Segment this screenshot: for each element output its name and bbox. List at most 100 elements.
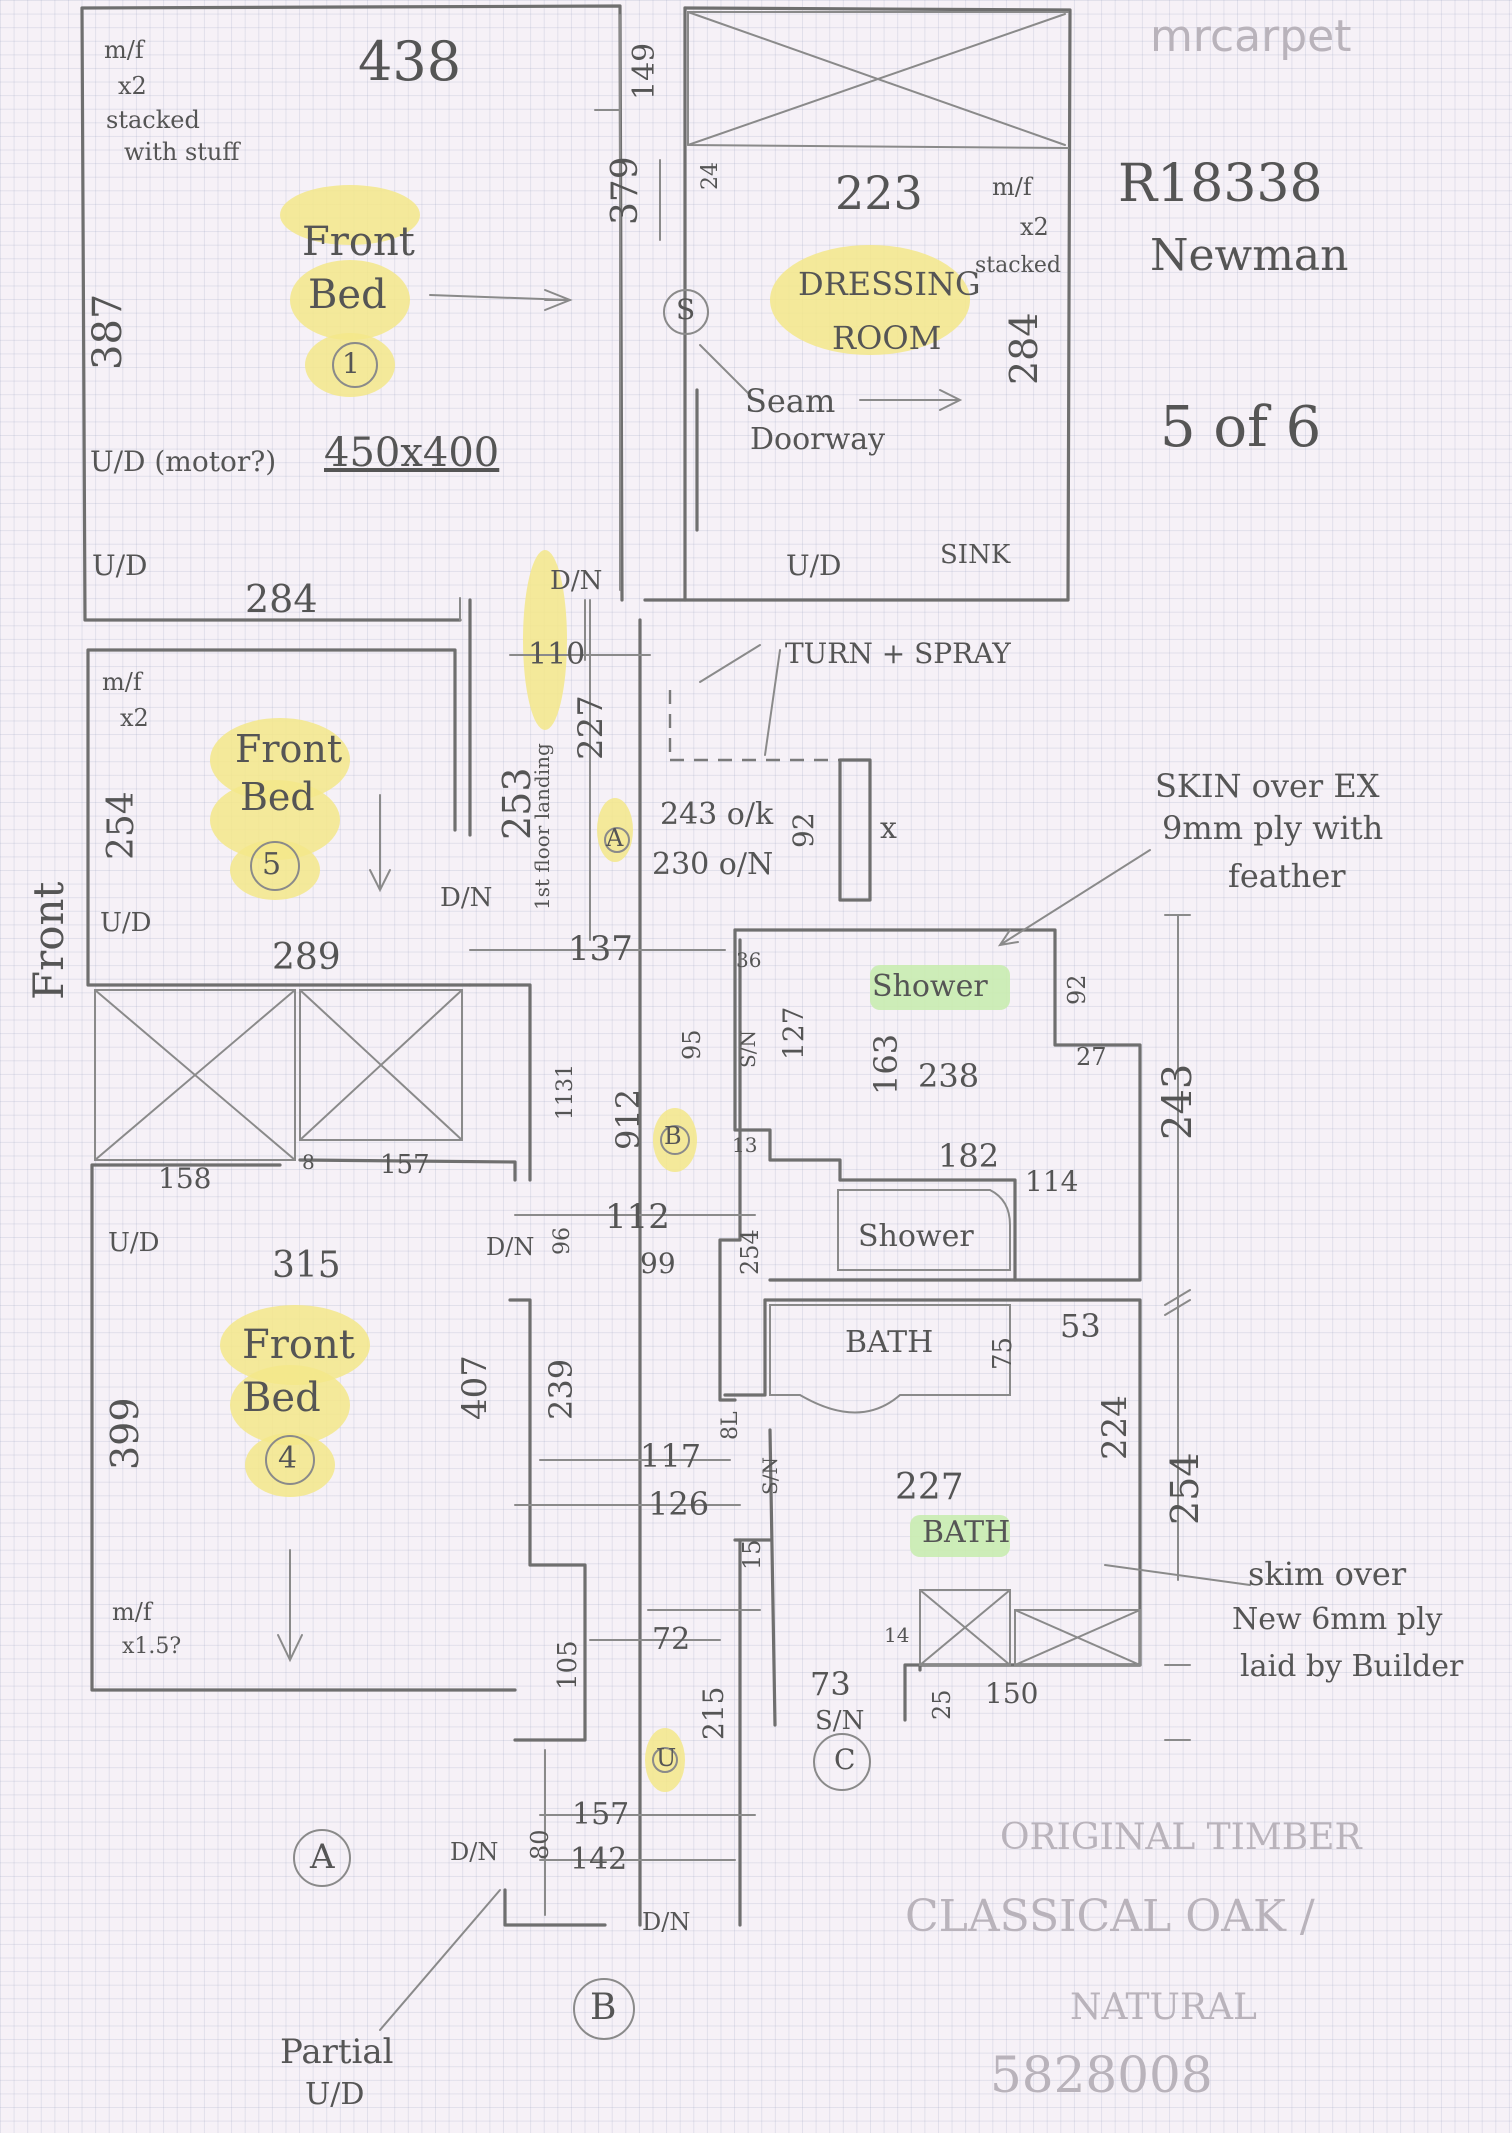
landing-walls xyxy=(638,618,872,1927)
landing-dim-126: 126 xyxy=(648,1485,710,1523)
front-bed-4-depth: 399 xyxy=(103,1397,147,1470)
landing-dn-5: D/N xyxy=(642,1908,691,1936)
landing-dim-80: 80 xyxy=(526,1829,554,1860)
shower-dim-182: 182 xyxy=(938,1137,1000,1175)
landing-dim-8l: 8L xyxy=(718,1411,743,1440)
landing-dim-112: 112 xyxy=(605,1197,670,1237)
landing-dim-142: 142 xyxy=(570,1842,628,1877)
front-bed-4-note2: x1.5? xyxy=(122,1634,182,1659)
landing-dim-157: 157 xyxy=(572,1797,630,1832)
skin-note-line2: 9mm ply with xyxy=(1162,809,1384,847)
highlights xyxy=(210,185,1010,1792)
skin-note-line3: feather xyxy=(1228,857,1346,895)
front-bed-1-name-line2: Bed xyxy=(308,272,387,318)
skim-note-line3: laid by Builder xyxy=(1240,1649,1464,1684)
dressing-dim-24: 24 xyxy=(698,162,723,190)
bath-dim-15: 15 xyxy=(738,1539,766,1570)
dressing-name-line2: ROOM xyxy=(832,319,942,357)
front-bed-5-note2: x2 xyxy=(120,704,149,732)
front-bed-1-depth: 387 xyxy=(85,293,131,370)
dressing-room-walls xyxy=(643,6,1072,602)
product-code: 5828008 xyxy=(990,2046,1213,2104)
front-bed-4-name-line1: Front xyxy=(242,1322,355,1368)
landing-dn-3: D/N xyxy=(486,1233,535,1261)
front-bed-5-name-line2: Bed xyxy=(240,775,315,819)
landing-label: 1st floor landing xyxy=(530,743,554,910)
shower-dim-92: 92 xyxy=(1063,974,1091,1005)
landing-dim-137: 137 xyxy=(568,929,633,969)
landing-dim-243-ok: 243 o/k xyxy=(660,797,774,832)
faint-logo-text: mrcarpet xyxy=(1150,11,1352,62)
dressing-dim-149: 149 xyxy=(627,42,662,100)
front-bed-5-width: 289 xyxy=(272,937,341,978)
front-bed-4-number: 4 xyxy=(278,1441,298,1476)
landing-dim-912: 912 xyxy=(609,1088,647,1150)
bath-dim-25: 25 xyxy=(928,1689,956,1720)
front-bed-1-walls xyxy=(80,4,624,622)
front-bed-5-number: 5 xyxy=(262,847,282,882)
front-bed-5-depth: 254 xyxy=(101,791,142,860)
product-line3: NATURAL xyxy=(1070,1987,1257,2028)
landing-dim-230-on: 230 o/N xyxy=(652,847,774,882)
front-bed-4-width: 315 xyxy=(272,1245,341,1286)
shower-2-name: Shower xyxy=(858,1219,974,1254)
landing-dim-215: 215 xyxy=(697,1686,730,1740)
turn-spray-note: TURN + SPRAY xyxy=(785,637,1011,670)
dressing-width: 223 xyxy=(835,166,923,220)
landing-dim-96: 96 xyxy=(550,1227,575,1255)
front-bed-1-ud: U/D xyxy=(92,549,148,582)
front-bed-5-name-line1: Front xyxy=(235,727,343,771)
wardrobe-boxes xyxy=(94,989,463,1161)
front-bed-4-dim-157: 157 xyxy=(380,1150,430,1180)
circle-marker-a: A xyxy=(310,1837,335,1877)
shower-dim-238: 238 xyxy=(918,1057,980,1095)
landing-dim-92: 92 xyxy=(787,812,820,848)
landing-dim-110: 110 xyxy=(528,637,586,672)
front-bed-1-bottom-width: 284 xyxy=(245,577,318,621)
landing-dim-117: 117 xyxy=(640,1437,702,1475)
landing-dn-1: D/N xyxy=(550,566,603,596)
dressing-note2: x2 xyxy=(1020,213,1049,241)
circle-markers xyxy=(250,289,871,2040)
product-line1: ORIGINAL TIMBER xyxy=(1000,1817,1362,1858)
landing-dim-105: 105 xyxy=(553,1640,583,1690)
bath-dim-150: 150 xyxy=(985,1677,1039,1710)
front-bed-1-note2: x2 xyxy=(118,72,147,100)
skim-note-line1: skim over xyxy=(1248,1555,1407,1593)
front-bed-1-size: 450x400 xyxy=(324,430,500,476)
landing-marker-a: A xyxy=(606,824,624,852)
front-label: Front xyxy=(24,881,73,1000)
partial-note-line2: U/D xyxy=(305,2077,365,2112)
skim-note-line2: New 6mm ply xyxy=(1232,1602,1443,1637)
seam-line1: Seam xyxy=(745,382,836,420)
landing-dim-254: 254 xyxy=(736,1229,764,1275)
bath-dim-73: 73 xyxy=(810,1665,851,1703)
front-bed-4-dim-8: 8 xyxy=(302,1150,315,1174)
shower-dim-127: 127 xyxy=(777,1006,810,1060)
landing-marker-b: B xyxy=(664,1122,682,1150)
front-bed-1-note4: with stuff xyxy=(124,138,240,166)
bath-sn: S/N xyxy=(815,1706,865,1736)
landing-dim-99: 99 xyxy=(640,1247,676,1280)
front-bed-1-note3: stacked xyxy=(106,106,200,134)
landing-dn-2: D/N xyxy=(440,883,493,913)
job-reference: R18338 xyxy=(1118,154,1323,214)
landing-x: x xyxy=(880,811,897,846)
bath-fixture-name: BATH xyxy=(845,1325,934,1360)
front-bed-1-number: 1 xyxy=(342,347,360,380)
landing-dn-4: D/N xyxy=(450,1838,499,1866)
front-bed-5-ud: U/D xyxy=(100,908,152,938)
page-number: 5 of 6 xyxy=(1160,395,1322,460)
circle-marker-b: B xyxy=(590,1987,617,2028)
client-name: Newman xyxy=(1150,230,1349,281)
front-bed-4-note1: m/f xyxy=(112,1598,152,1626)
front-bed-4-dim-158: 158 xyxy=(158,1162,212,1195)
front-bed-1-note1: m/f xyxy=(104,36,144,64)
front-bed-4-ud: U/D xyxy=(108,1228,160,1258)
shower-dim-36: 36 xyxy=(736,948,762,972)
front-bed-1-ud-note: U/D (motor?) xyxy=(90,445,277,478)
shower-room-walls xyxy=(733,928,1142,1282)
bath-fixture-dim-75: 75 xyxy=(988,1336,1018,1370)
dressing-name-line1: DRESSING xyxy=(798,265,981,303)
